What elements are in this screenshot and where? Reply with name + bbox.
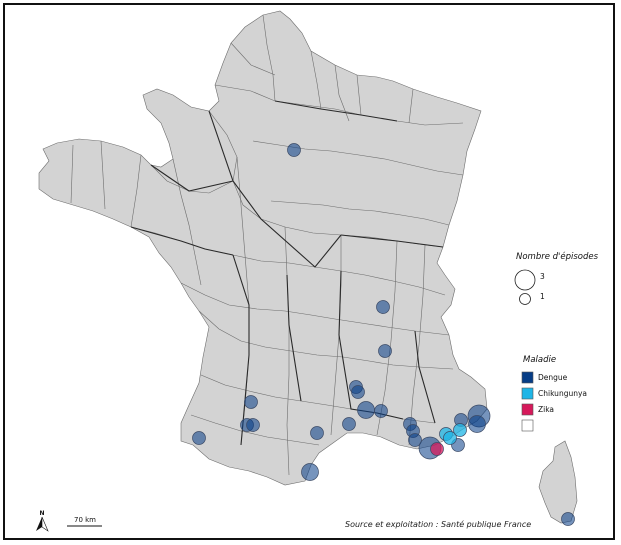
legend-swatch-dengue [521,371,534,384]
episode-marker-dengue [468,415,486,433]
episode-marker-dengue [357,401,375,419]
episode-marker-dengue [246,418,260,432]
episode-marker-chikungunya [443,431,457,445]
legend-swatch-empty [521,419,534,432]
scale-label: 70 km [74,516,96,524]
episode-marker-dengue [244,395,258,409]
legend-size-label-3: 3 [540,272,545,281]
legend-disease-title: Maladie [523,355,556,365]
legend-disease: Maladie Dengue Chikungunya Zika [521,355,587,432]
episode-marker-dengue [561,512,575,526]
legend-swatch-chikungunya [521,387,534,400]
legend-label-chikungunya: Chikungunya [538,389,587,398]
episode-marker-dengue [408,433,422,447]
episode-marker-dengue [301,463,319,481]
episode-marker-dengue [310,426,324,440]
episode-marker-dengue [378,344,392,358]
legend-label-zika: Zika [538,405,554,414]
mainland-france [38,10,488,486]
legend-swatch-zika [521,403,534,416]
north-arrow-right-icon [41,516,49,532]
legend-size-title: Nombre d'épisodes [516,251,599,262]
episode-marker-dengue [351,385,365,399]
region-borders [130,100,444,446]
corse [538,440,578,524]
map-canvas: Nombre d'épisodes 3 1 Maladie Dengue Chi… [36,10,599,532]
map-frame: Nombre d'épisodes 3 1 Maladie Dengue Chi… [3,3,615,540]
episode-marker-chikungunya [453,423,467,437]
episode-marker-dengue [374,404,388,418]
north-arrow-left-icon [36,517,42,531]
episode-marker-dengue [287,143,301,157]
legend-size: Nombre d'épisodes 3 1 [514,251,599,305]
legend-size-circle-1 [519,293,531,305]
north-label: N [39,510,44,517]
legend-label-dengue: Dengue [538,373,568,382]
episode-marker-zika [430,442,444,456]
legend-size-circle-3 [514,269,536,291]
scale-bar: 70 km [67,516,102,527]
legend-size-label-1: 1 [540,292,545,301]
episode-marker-dengue [376,300,390,314]
episode-marker-dengue [342,417,356,431]
episode-markers [192,143,575,526]
episode-marker-dengue [192,431,206,445]
source-note: Source et exploitation : Santé publique … [345,519,531,529]
north-arrow: N [36,510,49,532]
